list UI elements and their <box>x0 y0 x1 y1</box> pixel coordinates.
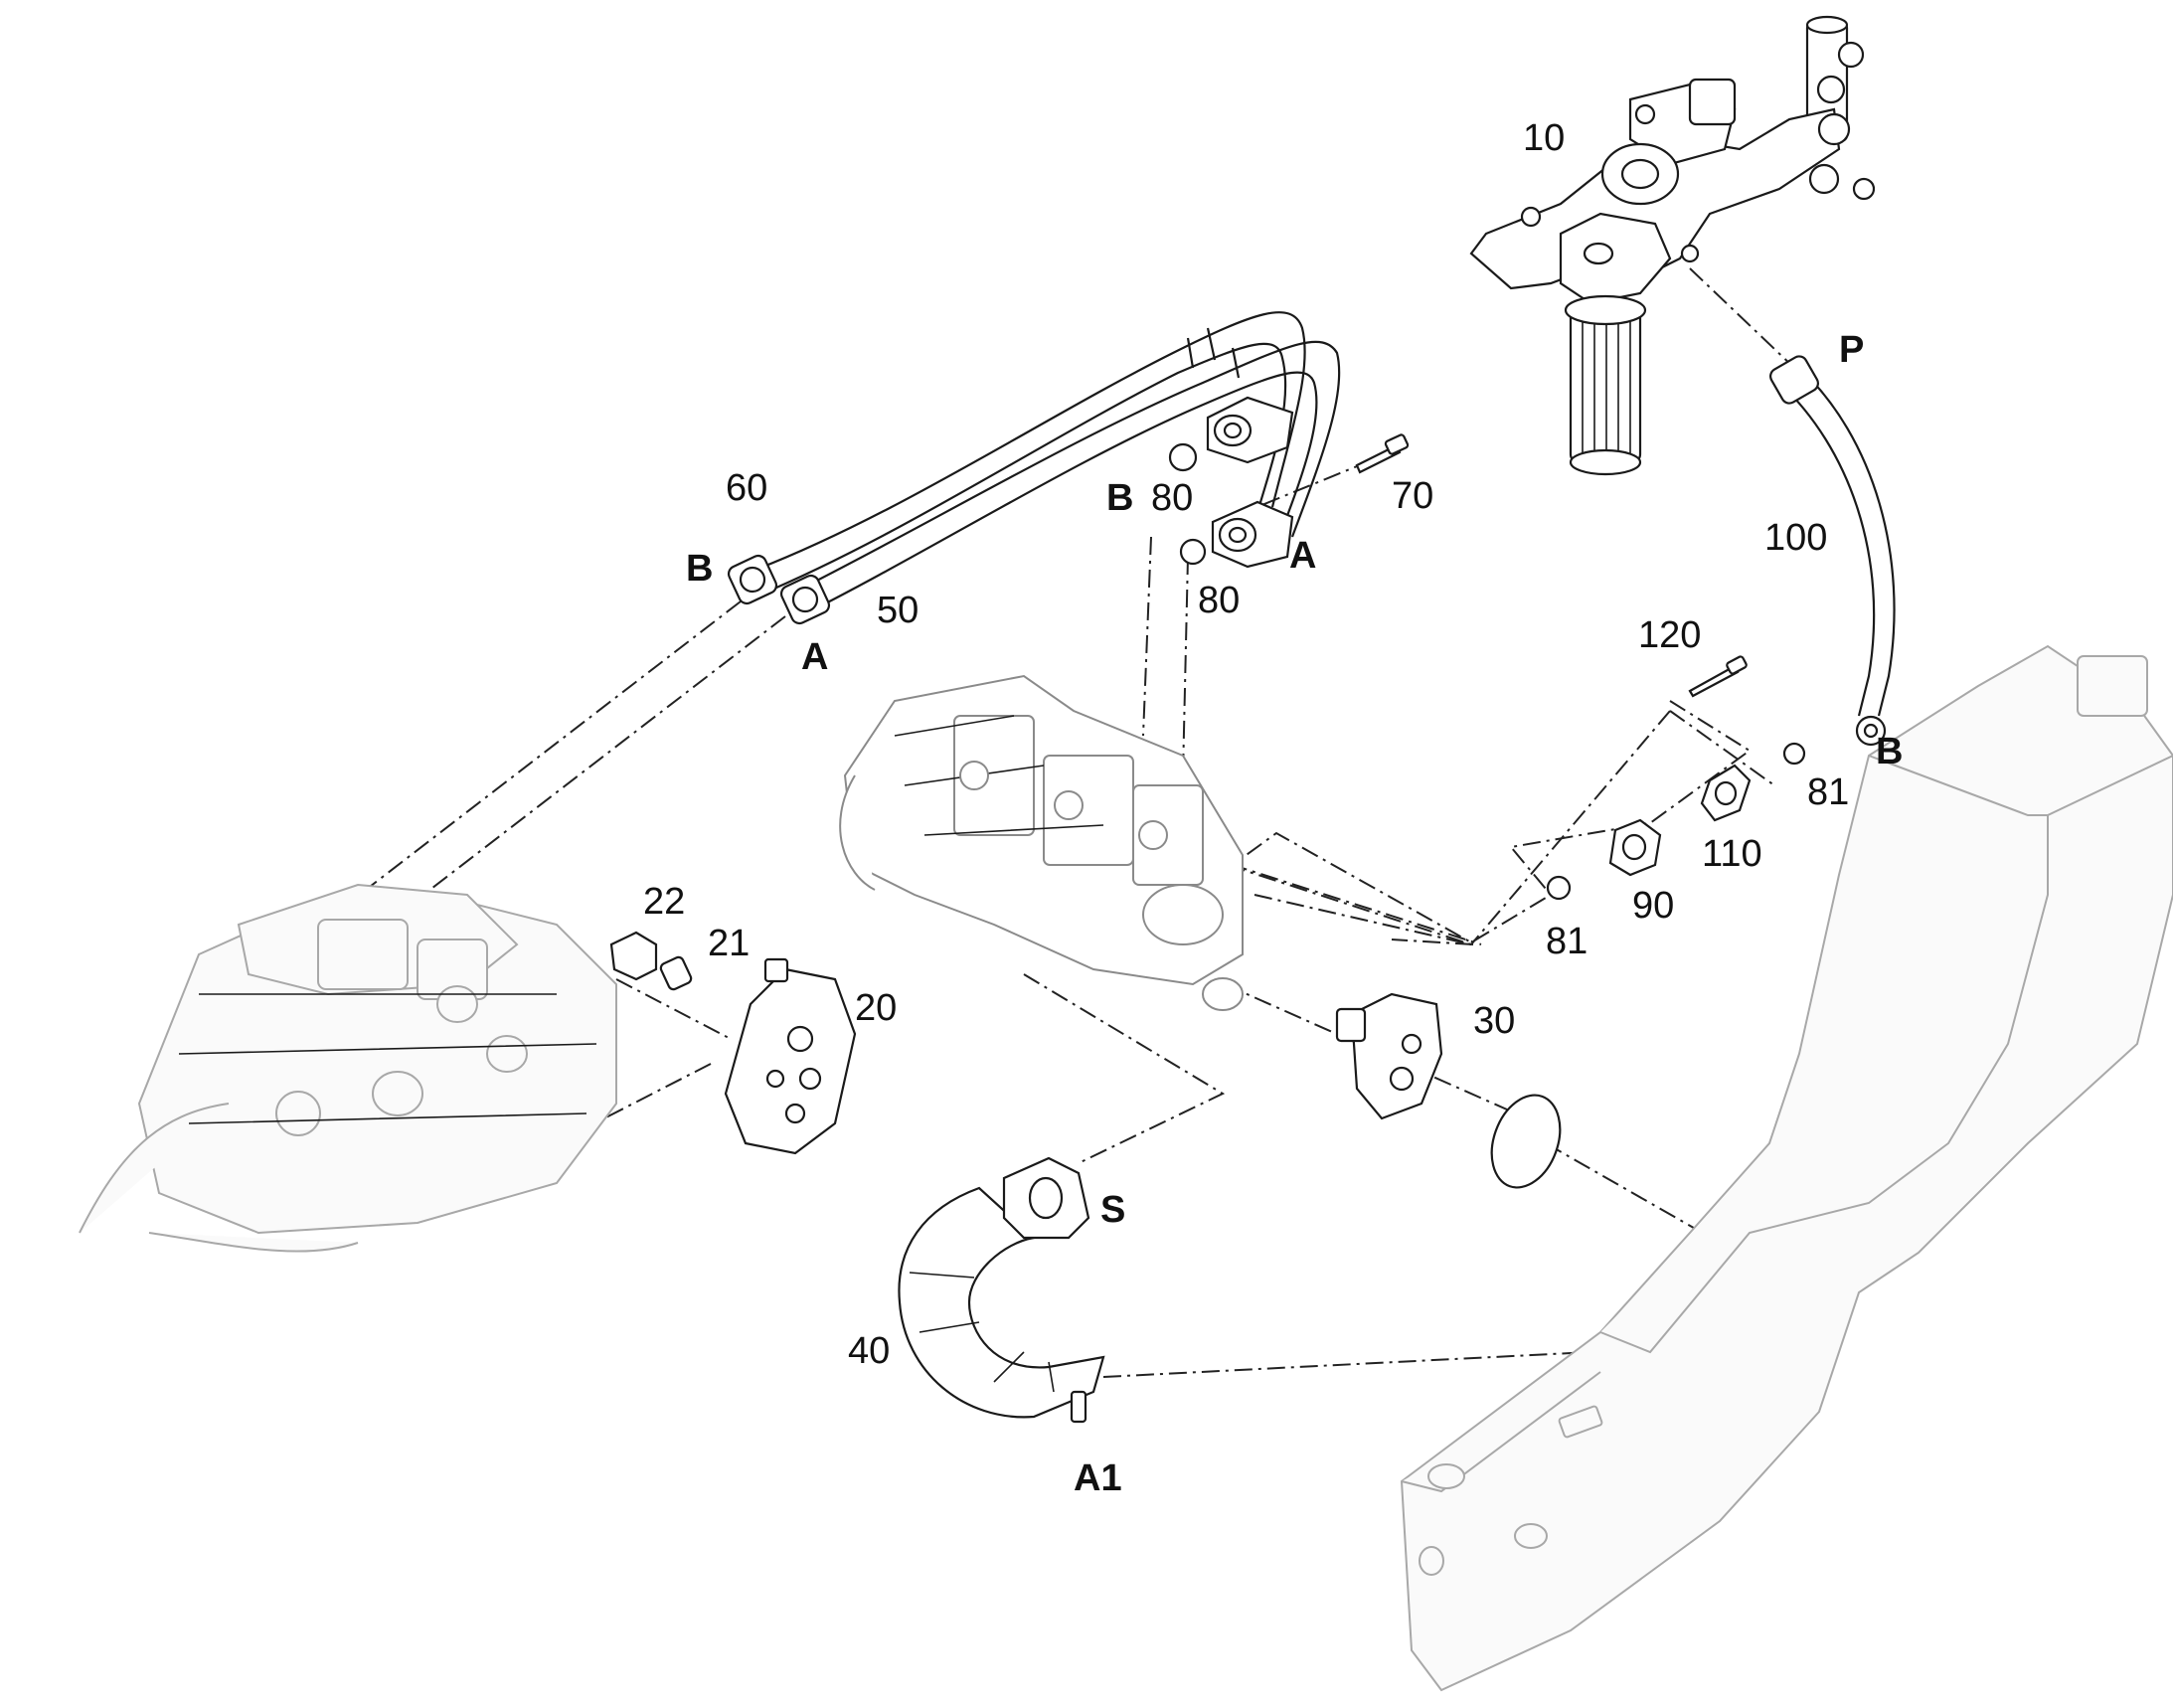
cover-plate-20 <box>724 957 857 1155</box>
port-a-hose-end: A <box>801 636 829 678</box>
callout-70: 70 <box>1392 475 1434 517</box>
port-b-flange: B <box>1106 477 1134 519</box>
adapter-30 <box>1335 992 1562 1189</box>
port-a1-tank: A1 <box>1074 1457 1122 1499</box>
filter-assembly-10 <box>1469 15 1876 476</box>
hydraulic-tank <box>1400 644 2173 1692</box>
port-a-flange: A <box>1289 535 1317 577</box>
callout-100: 100 <box>1764 517 1828 559</box>
callout-21: 21 <box>708 923 751 964</box>
callout-90: 90 <box>1632 885 1675 927</box>
callout-81-left: 81 <box>1546 921 1588 962</box>
elbow-hose-40 <box>898 1156 1105 1424</box>
callout-22: 22 <box>643 881 686 923</box>
callout-60: 60 <box>726 467 768 509</box>
left-engine-assembly <box>79 883 617 1253</box>
callout-81-right: 81 <box>1807 771 1850 813</box>
plug-21-nut-22 <box>609 931 693 991</box>
callout-120: 120 <box>1638 614 1702 656</box>
callout-80-upper: 80 <box>1151 477 1194 519</box>
callout-110: 110 <box>1702 833 1762 875</box>
flanges-b-a <box>1168 396 1294 569</box>
hose-50-60 <box>727 311 1341 625</box>
callout-40: 40 <box>848 1330 891 1372</box>
callout-80-lower: 80 <box>1198 580 1241 621</box>
callout-20: 20 <box>855 987 898 1029</box>
callout-50: 50 <box>877 590 919 631</box>
port-p-filter: P <box>1839 329 1865 371</box>
main-pump-assembly <box>839 674 1244 1011</box>
port-b-hose-end: B <box>686 548 714 590</box>
port-b-return: B <box>1876 731 1904 772</box>
port-s-suction: S <box>1100 1189 1126 1231</box>
callout-30: 30 <box>1473 1000 1516 1042</box>
fittings-81-90-110-120 <box>1546 655 1752 901</box>
callout-10: 10 <box>1523 117 1566 159</box>
hose-100 <box>1769 355 1896 766</box>
bolt-70 <box>1355 433 1410 474</box>
